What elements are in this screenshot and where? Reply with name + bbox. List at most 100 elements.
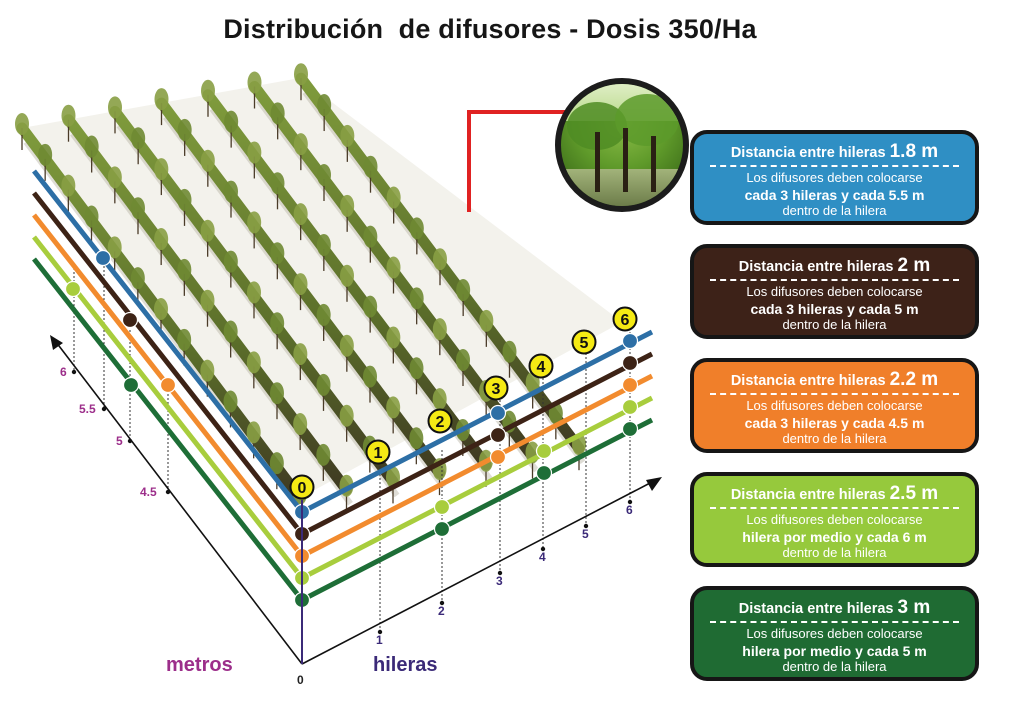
card-heading: Distancia entre hileras	[738, 259, 894, 275]
origin-label: 0	[297, 673, 304, 687]
vine-foliage	[294, 63, 308, 86]
x-tick-mark	[627, 499, 633, 505]
vine-foliage	[432, 318, 447, 341]
vine-foliage	[293, 413, 308, 436]
row-badge	[612, 306, 638, 332]
emitter-dot	[621, 420, 639, 438]
vine-foliage	[339, 334, 354, 357]
vine-foliage	[200, 149, 215, 172]
card-divider	[710, 393, 959, 395]
row-badge	[365, 439, 391, 465]
vine-foliage	[200, 359, 215, 382]
photo-ground	[561, 169, 683, 206]
vine-foliage	[131, 127, 146, 150]
row-badge-label: 5	[580, 335, 589, 352]
vine-foliage	[224, 110, 239, 133]
vine-foliage	[154, 298, 168, 320]
vine-foliage	[246, 421, 261, 444]
card-heading: Distancia entre hileras	[730, 145, 886, 161]
vine-foliage	[386, 186, 401, 209]
spacing-card-2-5: Distancia entre hileras 2.5 m Los difuso…	[690, 472, 979, 567]
card-heading: Distancia entre hileras	[738, 601, 894, 617]
card-heading: Distancia entre hileras	[730, 487, 886, 503]
vine-foliage	[223, 320, 238, 343]
row-badge-label: 0	[298, 480, 307, 497]
y-tick-mark	[101, 406, 107, 412]
photo-trunk	[651, 136, 656, 192]
spacing-card-1-8: Distancia entre hileras 1.8 m Los difuso…	[690, 130, 979, 225]
emitter-dot	[621, 332, 639, 350]
vine-foliage	[316, 373, 331, 396]
vine-foliage	[177, 118, 192, 141]
emitter-dot	[433, 498, 451, 516]
vine-foliage	[15, 113, 29, 135]
vine-foliage	[433, 248, 447, 271]
row-badge-label: 6	[621, 312, 630, 329]
y-tick-label: 6	[60, 365, 67, 379]
x-tick-mark	[439, 600, 445, 606]
vine-foliage	[201, 79, 215, 102]
card-line-1: Los difusores deben colocarse	[746, 626, 923, 641]
vine-foliage	[154, 158, 169, 181]
vine-foliage	[316, 443, 331, 466]
y-axis-name: metros	[166, 654, 233, 676]
emitter-dot	[489, 426, 507, 444]
vine-foliage	[479, 309, 494, 332]
card-distance: 2 m	[897, 255, 931, 276]
x-tick-label: 1	[376, 633, 383, 647]
card-divider	[710, 507, 959, 509]
vine-foliage	[502, 340, 517, 363]
emitter-dot	[489, 448, 507, 466]
vine-foliage	[317, 164, 331, 186]
card-line-2: hilera por medio y cada 5 m	[742, 642, 927, 659]
card-heading: Distancia entre hileras	[730, 373, 886, 389]
spacing-card-2: Distancia entre hileras 2 m Los difusore…	[690, 244, 979, 339]
vine-foliage	[177, 258, 192, 281]
card-line-3: dentro de la hilera	[782, 203, 887, 218]
card-line-3: dentro de la hilera	[782, 659, 887, 674]
y-tick-label: 4.5	[140, 485, 157, 499]
vine-foliage	[293, 343, 308, 366]
x-tick-mark	[583, 523, 589, 529]
vine-foliage	[386, 256, 401, 279]
x-axis-name: hileras	[373, 654, 437, 676]
vine-foliage	[293, 273, 308, 296]
emitter-dot	[621, 398, 639, 416]
vine-foliage	[177, 188, 192, 211]
x-tick-mark	[497, 570, 503, 576]
vine-foliage	[131, 197, 145, 220]
row-badge	[427, 408, 453, 434]
emitter-dot	[122, 376, 140, 394]
vine-foliage	[339, 404, 354, 427]
emitter-dot	[159, 376, 177, 394]
x-axis-arrow-icon	[646, 477, 662, 491]
emitter-dot	[64, 280, 82, 298]
row-badge	[289, 474, 315, 500]
emitter-dot	[433, 520, 451, 538]
vine-foliage	[363, 365, 377, 388]
vine-foliage	[200, 219, 215, 242]
card-distance: 3 m	[897, 597, 931, 618]
photo-trunk	[595, 132, 600, 192]
x-tick-label: 6	[626, 503, 633, 517]
vineyard-photo	[555, 78, 689, 212]
row-badge-label: 3	[492, 381, 501, 398]
x-tick-label: 2	[438, 604, 445, 618]
emitter-dot	[94, 249, 112, 267]
row-badge	[571, 329, 597, 355]
y-axis-arrow-icon	[50, 335, 63, 350]
photo-trunk	[623, 128, 628, 192]
row-badge	[483, 375, 509, 401]
vine-foliage	[409, 287, 424, 310]
vine-foliage	[247, 281, 261, 304]
card-distance: 2.2 m	[889, 369, 939, 390]
x-tick-label: 5	[582, 527, 589, 541]
vine-foliage	[363, 295, 378, 318]
vine-foliage	[340, 264, 354, 287]
emitter-dot	[621, 354, 639, 372]
vine-foliage	[177, 328, 192, 351]
emitter-dot	[489, 404, 507, 422]
vine-foliage	[456, 349, 470, 371]
y-axis	[55, 341, 303, 665]
